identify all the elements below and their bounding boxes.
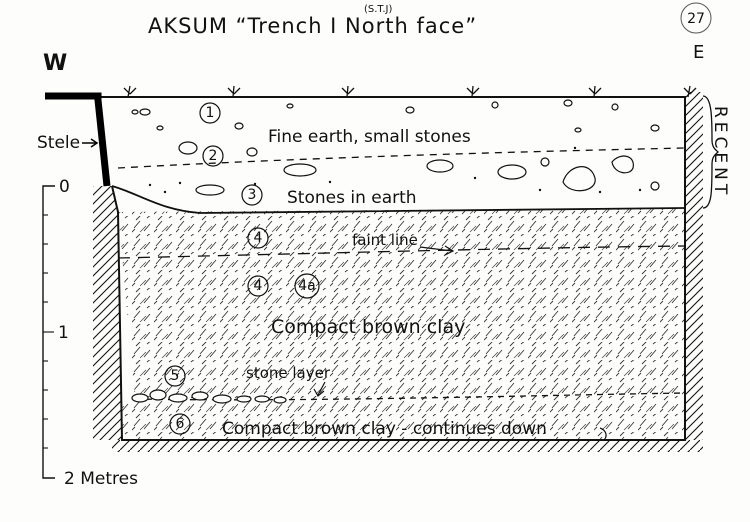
layer-number-circles bbox=[164, 102, 320, 435]
stone-layer-pebbles bbox=[131, 389, 287, 404]
clay-layer-description: Compact brown clay bbox=[271, 316, 465, 338]
layer-3-number: 3 bbox=[248, 187, 257, 203]
layer-6-description: Compact brown clay - continues down bbox=[222, 419, 547, 439]
recent-label: RECENT bbox=[710, 106, 730, 198]
earth-dots bbox=[148, 146, 642, 194]
boundary-stone-layer bbox=[134, 392, 686, 401]
layer-2-number: 2 bbox=[209, 148, 218, 164]
page-number-circle bbox=[680, 2, 712, 34]
surface-grass-marks bbox=[123, 85, 697, 98]
scale-two-label: 2 Metres bbox=[64, 469, 138, 489]
layer-1-number: 1 bbox=[206, 105, 215, 121]
page-number: 27 bbox=[687, 11, 705, 27]
continues-down-arrow bbox=[599, 427, 607, 441]
stone-layer-arrow bbox=[317, 381, 326, 396]
small-stones bbox=[131, 99, 660, 196]
west-wall-hatch bbox=[93, 186, 122, 440]
stele-arrow-head bbox=[90, 138, 99, 148]
scale-zero-label: 0 bbox=[59, 177, 70, 197]
layer-4-number-lower: 4 bbox=[254, 278, 263, 294]
scale-one-label: 1 bbox=[58, 323, 69, 343]
stone-layer-label: stone layer bbox=[246, 364, 331, 382]
depth-scale-ticks bbox=[43, 214, 54, 449]
layer-3-description: Stones in earth bbox=[287, 188, 417, 208]
east-wall-hatch bbox=[685, 92, 703, 440]
faint-line-arrow-head bbox=[444, 245, 455, 256]
boundary-faint-line bbox=[117, 245, 686, 259]
layer-4a-number: 4a bbox=[298, 278, 316, 294]
stele-label: Stele bbox=[37, 133, 80, 153]
boundary-layer-3 bbox=[111, 185, 686, 214]
trench-floor-hatch bbox=[112, 440, 703, 452]
trench-outline bbox=[100, 96, 686, 441]
recent-bracket bbox=[702, 95, 719, 209]
sheet-note: (S.T.J) bbox=[364, 4, 392, 15]
layer-5-number: 5 bbox=[171, 368, 180, 384]
clay-layer-4-fill bbox=[118, 208, 685, 400]
stone-layer-arrow-head bbox=[313, 388, 325, 397]
clay-layer-6-fill bbox=[122, 395, 685, 440]
west-label: W bbox=[43, 51, 67, 76]
drawing-title: AKSUM “Trench I North face” bbox=[148, 14, 477, 38]
stele-marker bbox=[45, 92, 111, 187]
east-label: E bbox=[693, 42, 704, 63]
layer-1-description: Fine earth, small stones bbox=[268, 127, 471, 147]
layer-6-number: 6 bbox=[176, 416, 185, 432]
faint-line-arrow bbox=[419, 246, 453, 252]
layer-4-number-upper: 4 bbox=[254, 230, 263, 246]
faint-line-label: faint line bbox=[352, 231, 418, 249]
